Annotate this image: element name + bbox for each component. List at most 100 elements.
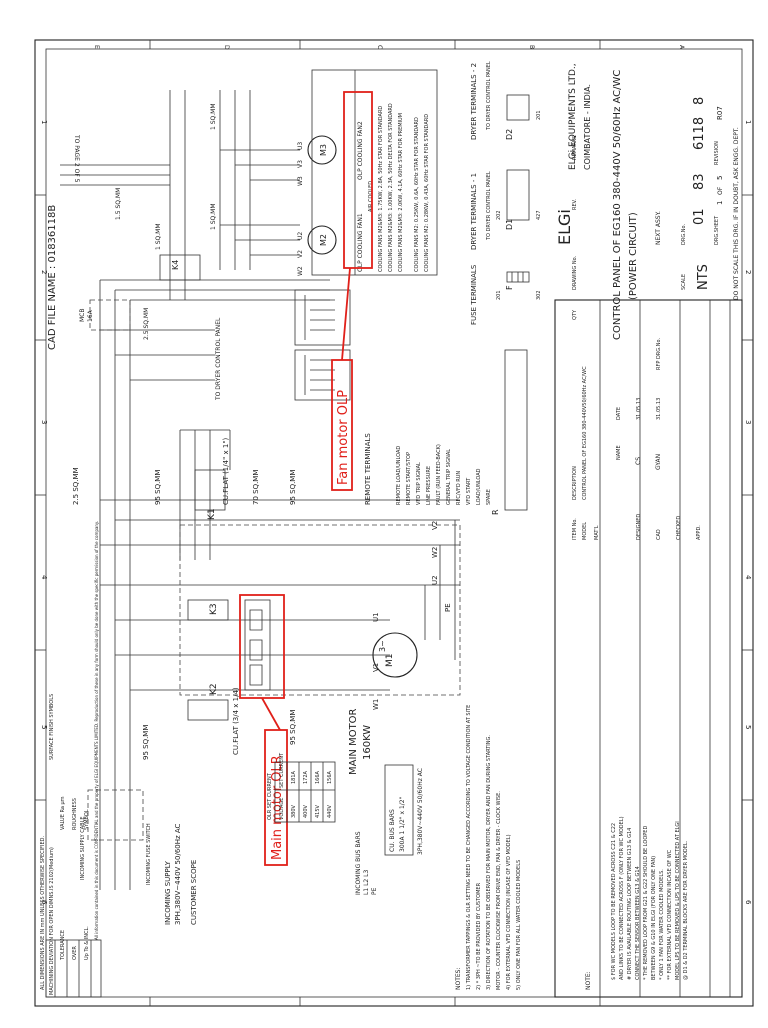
svg-text:MCB: MCB <box>79 309 86 322</box>
svg-text:NOTE:: NOTE: <box>585 971 592 990</box>
main-motor-olr-label: Main motor OLR <box>270 755 285 860</box>
svg-text:400V: 400V <box>303 804 309 818</box>
svg-text:TO DRYER CONTROL PANEL: TO DRYER CONTROL PANEL <box>486 61 492 131</box>
sheet-no: 1 <box>716 201 724 205</box>
cu-flat-1: CU.FLAT (1/4" x 1") <box>222 437 230 505</box>
drg-no-01: 01 <box>692 208 707 225</box>
main-motor-label: MAIN MOTOR <box>348 708 359 775</box>
sheet-total: 5 <box>716 176 724 180</box>
cable-95-b: 95 SQ.MM <box>289 710 297 745</box>
note2-block: NOTE: $ FOR WC MODELS LOOP TO BE REMOVED… <box>585 816 689 990</box>
bus-spec: 300A 1 1/2" x 1/2" <box>399 796 406 852</box>
rev-h: REV. <box>572 199 578 210</box>
svg-text:156A: 156A <box>327 770 333 784</box>
svg-text:Up To & INCL.: Up To & INCL. <box>84 926 90 960</box>
fan-motor-notes: OLP COOLING FAN1 OLP COOLING FAN2 AIR CO… <box>311 69 438 276</box>
bus-phases: L1 L2 L3 <box>363 870 370 895</box>
grid-letter-b: B <box>528 45 535 49</box>
fan-motor-olp-label: Fan motor OLP <box>336 390 351 485</box>
svg-text:F: F <box>505 285 514 290</box>
cable-1-a: 1 SQ.MM <box>210 103 217 130</box>
incoming-supply: INCOMING SUPPLY CABLE INCOMING FUSE SWIT… <box>80 770 198 925</box>
svg-text:ROUGHNESS: ROUGHNESS <box>72 798 78 830</box>
terminal-v1: V1 <box>372 663 380 672</box>
fan-motor-m3: M3 U3 V3 W3 <box>297 135 337 186</box>
terminal-w2: W2 <box>431 547 439 558</box>
designed-date: 31.05.13 <box>636 398 642 420</box>
drg-no-83: 83 <box>692 173 707 190</box>
contactor-k1: K1 <box>194 469 226 520</box>
qty-h: QTY <box>572 309 578 320</box>
svg-text:# DRYER IS AVAILABLE ROUTING L: # DRYER IS AVAILABLE ROUTING LOOP BETWEE… <box>627 828 633 980</box>
grid-num-r4: 4 <box>744 575 752 580</box>
svg-text:W3: W3 <box>297 176 304 186</box>
item-no: ITEM No. <box>572 518 578 540</box>
svg-text:VFD TRIP SIGNAL: VFD TRIP SIGNAL <box>416 462 422 505</box>
cable-95-a: 95 SQ.MM <box>142 725 150 760</box>
m2-title: OLP COOLING FAN1 <box>357 213 364 272</box>
svg-text:16A: 16A <box>87 309 94 322</box>
m3-title: OLP COOLING FAN2 <box>357 121 364 180</box>
svg-text:K2: K2 <box>209 683 219 695</box>
svg-text:RFC/VFD RUN: RFC/VFD RUN <box>456 471 462 505</box>
grid-num-r3: 3 <box>744 420 752 424</box>
svg-text:K4: K4 <box>171 260 180 270</box>
notes-block: NOTES: 1) TRANSFORMER TAPPINGS & OLR SET… <box>455 705 522 990</box>
svg-text:166A: 166A <box>315 770 321 784</box>
incoming-fuse: INCOMING FUSE SWITCH <box>146 823 152 885</box>
main-motor-power: 160KW <box>362 725 373 760</box>
drg-no-label: DRG.No. <box>681 224 687 245</box>
terminal-pe: PE <box>444 603 452 612</box>
grid-num-r1: 1 <box>744 120 752 124</box>
cable-2-5-b: 2.5 SQ.MM <box>143 308 150 340</box>
appd-h: APPD. <box>696 525 702 540</box>
incoming-supply-label: INCOMING SUPPLY <box>164 860 172 925</box>
svg-text:5) ONLY ONE FAN FOR ALL WATER: 5) ONLY ONE FAN FOR ALL WATER COOLED MOD… <box>516 860 522 990</box>
grid-markers: 1 2 3 4 5 6 1 2 3 4 5 6 A B C D E <box>35 40 753 1006</box>
svg-text:SYMBOL: SYMBOL <box>84 809 90 830</box>
busbar-labels: CU.FLAT (1/4" x 1") CU.FLAT (3/4 x 1/4) … <box>222 437 424 895</box>
svg-text:MACHINING DEVIATION FOR OPEN D: MACHINING DEVIATION FOR OPEN DIMNS.IS 21… <box>49 847 55 995</box>
svg-text:$ FOR WC MODELS LOOP TO BE REM: $ FOR WC MODELS LOOP TO BE REMOVED ACROS… <box>611 823 617 980</box>
fuse-terminals: FUSE TERMINALS F 201 302 <box>470 264 542 325</box>
grid-num-2: 2 <box>40 270 48 274</box>
cad-date: 31.05.13 <box>656 398 662 420</box>
cable-95-d: 95 SQ.MM <box>154 470 162 505</box>
sheet-of: OF <box>717 186 724 195</box>
scale-label: SCALE <box>681 274 687 290</box>
grid-num-3: 3 <box>40 420 48 424</box>
cad-name: GYAN <box>655 454 662 470</box>
model-value: CONTROL PANEL OF EG160 380-440V50/60Hz A… <box>582 366 588 500</box>
bus-rating: 3PH,380V~440V 50/60Hz AC <box>417 768 424 855</box>
svg-text:302: 302 <box>536 290 542 300</box>
svg-text:ALL DIMENSIONS ARE IN mm UNLES: ALL DIMENSIONS ARE IN mm UNLESS OTHERWIS… <box>40 836 46 990</box>
svg-text:@ D1 & D2 TERMINAL BLOCKS ARE: @ D1 & D2 TERMINAL BLOCKS ARE FOR DRYER … <box>683 840 689 980</box>
dryer-terminals-1: DRYER TERMINALS - 1 TO DRYER CONTROL PAN… <box>470 169 542 250</box>
bus-bars: CU. BUS BARS <box>389 809 396 852</box>
scale-warning: DO NOT SCALE THIS DRG. IF IN DOUBT, ASK … <box>733 127 740 300</box>
svg-text:1) TRANSFORMER TAPPINGS & OLR: 1) TRANSFORMER TAPPINGS & OLR SETTING NE… <box>466 705 472 990</box>
svg-text:D1: D1 <box>505 219 514 230</box>
svg-text:OVER: OVER <box>72 946 78 960</box>
grid-num-4: 4 <box>40 575 48 580</box>
grid-letter-c: C <box>376 45 383 49</box>
fan-motor-m2: M2 U2 V2 W2 <box>297 225 337 276</box>
svg-text:BETWEEN G9 & G10 IN ELGI (FOR: BETWEEN G9 & G10 IN ELGI (FOR ONLY ONE F… <box>651 856 657 980</box>
svg-text:TO DRYER CONTROL PANEL: TO DRYER CONTROL PANEL <box>486 171 492 241</box>
svg-text:All information contained in t: All information contained in this docume… <box>94 521 99 940</box>
svg-text:M2: M2 <box>319 234 328 246</box>
fan-note-2: COOLING FANS M2&M3: 1.00KW, 2.3A, 50Hz D… <box>388 103 394 272</box>
svg-text:* THE REMOVED LOOP FROM G21 &: * THE REMOVED LOOP FROM G21 & G22 SHOULD… <box>643 826 649 980</box>
fan-note-1: COOLING FANS M2&M3: 1.75KW, 2.8A, 50Hz S… <box>378 106 384 272</box>
date-h: DATE <box>616 407 622 420</box>
customer-scope: CUSTOMER SCOPE <box>190 860 198 925</box>
svg-text:DRYER TERMINALS - 2: DRYER TERMINALS - 2 <box>470 63 478 140</box>
elgi-logo: ELGi <box>555 209 574 245</box>
svg-text:K3: K3 <box>209 603 219 615</box>
dryer-terminals-2: DRYER TERMINALS - 2 TO DRYER CONTROL PAN… <box>470 61 542 140</box>
main-motor: M1 3~ U1 V1 W1 U2 V2 W2 PE MAIN MOTOR 16… <box>348 521 452 775</box>
drawing-title-2: (POWER CIRCUIT) <box>628 212 639 300</box>
svg-text:** FOR EXTERNAL VFD CONNECTION: ** FOR EXTERNAL VFD CONNECTION INCASE OF… <box>667 849 673 980</box>
grid-letter-a: A <box>678 45 685 50</box>
